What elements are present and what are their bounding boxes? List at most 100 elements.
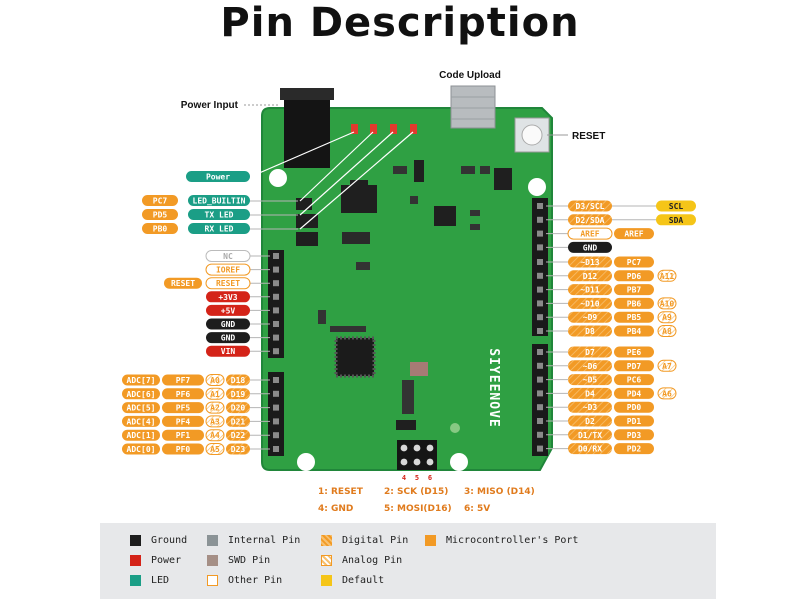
right-top-pin-0-text: D3/SCL [576, 202, 605, 211]
icsp-item: 3: MISO (D14) [464, 487, 535, 497]
digital-analog-7-text: A7 [662, 362, 672, 371]
led-port-1-shape [142, 209, 178, 220]
digital-analog-3-shape [657, 297, 677, 310]
digital-port-2-shape [614, 284, 654, 296]
led-name-2: RX LED [188, 223, 250, 234]
reset-callout: RESET [572, 131, 605, 142]
icsp-item: 5: MOSI(D16) [384, 504, 452, 514]
legend-item-other: Other Pin [207, 575, 282, 586]
led-port-1-text: PD5 [153, 211, 168, 220]
header-pin [273, 321, 279, 327]
adc-1-shape [122, 388, 160, 400]
page-title: Pin Description [220, 0, 580, 46]
power-pin-2-shape [205, 277, 251, 290]
right-top-extra-2-text: AREF [624, 230, 643, 239]
digital-pin-8-text: ~D5 [583, 376, 598, 385]
legend-label: Analog Pin [342, 555, 403, 566]
digital-pin-12-text: D1/TX [578, 431, 602, 440]
legend-swatch [130, 555, 141, 566]
legend-swatch [207, 535, 218, 546]
board-brand: SIYEENOVE [486, 348, 501, 427]
header-pin [537, 445, 543, 452]
header-pin [273, 432, 279, 439]
power-pin-4-text: +5V [221, 306, 236, 315]
analog-a-3-text: A3 [210, 417, 220, 426]
legend-swatch [321, 555, 332, 566]
digital-port-10-text: PD0 [627, 403, 642, 412]
header-pin [537, 418, 543, 424]
digital-port-7-text: PD7 [627, 362, 642, 371]
analog-port-1: PF6 [162, 388, 204, 400]
digital-port-7-shape [614, 360, 654, 372]
led-name-0-text: LED_BUILTIN [193, 197, 246, 206]
led-name-1: TX LED [188, 209, 250, 220]
digital-pin-13: D0/RX [568, 443, 612, 455]
legend-swatch [207, 555, 218, 566]
right-top-extra-2-shape [614, 228, 654, 240]
legend-item-ground: Ground [130, 535, 187, 546]
led-port-2-shape [142, 223, 178, 234]
header-pin [273, 377, 279, 383]
digital-pin-10: ~D3 [568, 401, 612, 413]
small-ic [434, 206, 456, 226]
analog-a-4-text: A4 [210, 431, 220, 440]
icsp-pin [413, 444, 421, 452]
digital-port-11: PD1 [614, 415, 654, 427]
analog-a-2-text: A2 [210, 404, 220, 413]
digital-pin-7-text: ~D6 [583, 362, 598, 371]
digital-port-12-text: PD3 [627, 431, 642, 440]
digital-analog-9-text: A6 [662, 389, 672, 398]
analog-port-0-text: PF7 [176, 376, 191, 385]
icsp-pin [413, 458, 421, 466]
analog-port-0-shape [162, 374, 204, 386]
digital-analog-4: A9 [657, 311, 677, 324]
digital-pin-8: ~D5 [568, 374, 612, 386]
digital-pin-7-shape [568, 360, 612, 372]
digital-port-4-text: PB5 [627, 313, 642, 322]
power-jack [284, 88, 330, 168]
legend-item-led: LED [130, 575, 169, 586]
right-top-pin-2-text: AREF [580, 230, 599, 239]
analog-port-2-text: PF5 [176, 404, 191, 413]
digital-port-10: PD0 [614, 401, 654, 413]
digital-pin-2-shape [568, 284, 612, 296]
header-pin [537, 404, 543, 411]
header-pin [273, 390, 279, 397]
power-pin-1-shape [205, 263, 251, 276]
led-port-0: PC7 [142, 195, 178, 206]
power-pin-5: GND [206, 318, 250, 330]
analog-a-3: A3 [205, 415, 225, 428]
legend-item-analog: Analog Pin [321, 555, 402, 566]
header-pin [273, 266, 279, 273]
analog-d-3-shape [226, 415, 250, 427]
digital-port-1: PD6 [614, 270, 654, 282]
power-input-callout: Power Input [181, 100, 239, 111]
digital-analog-1-text: A11 [660, 272, 675, 281]
analog-a-5-text: A5 [210, 445, 220, 454]
digital-pin-6: D7 [568, 346, 612, 358]
led-port-2: PB0 [142, 223, 178, 234]
usb-connector [450, 85, 496, 129]
power-jack-top [280, 88, 334, 100]
power-pin-3: +3V3 [206, 291, 250, 303]
legend-item-digital: Digital Pin [321, 535, 408, 546]
voltage-regulator [341, 185, 377, 213]
adc-1: ADC[6] [122, 388, 160, 400]
digital-pin-0-shape [568, 256, 612, 268]
digital-port-1-text: PD6 [627, 272, 642, 281]
header-pin [273, 307, 279, 314]
digital-pin-10-text: ~D3 [583, 403, 598, 412]
leds [351, 124, 417, 134]
analog-port-2: PF5 [162, 402, 204, 414]
header-pin [273, 404, 279, 411]
power-pin-0-text: NC [223, 252, 233, 261]
legend-label: SWD Pin [228, 555, 271, 566]
digital-port-12-shape [614, 429, 654, 441]
analog-d-5-text: D23 [231, 445, 246, 454]
digital-analog-9: A6 [657, 387, 677, 400]
power-pin-extra-2-shape [164, 277, 202, 289]
digital-analog-9-shape [657, 387, 677, 400]
digital-pin-9-text: D4 [585, 389, 595, 398]
